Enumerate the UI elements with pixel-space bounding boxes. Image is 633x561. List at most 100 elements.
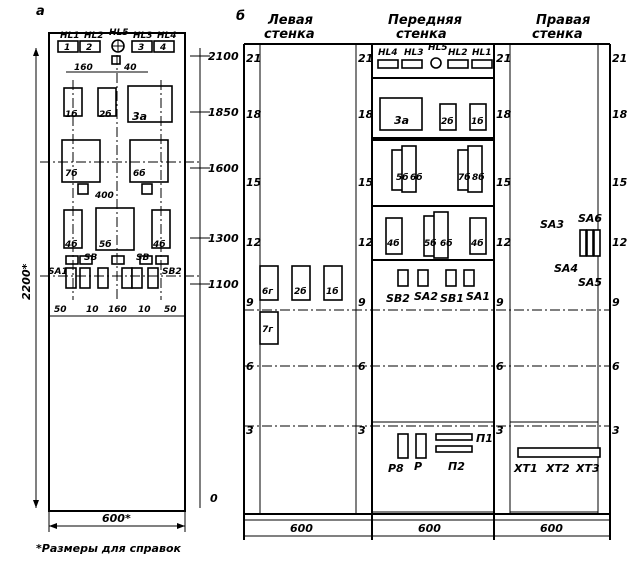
front-row-3: 4б 5б 6б 4б xyxy=(385,211,487,259)
svg-text:1850: 1850 xyxy=(208,106,239,119)
svg-text:2б: 2б xyxy=(294,286,307,297)
right-wall-title-1: Правая xyxy=(536,13,590,28)
svg-text:9: 9 xyxy=(612,296,620,309)
svg-text:2б: 2б xyxy=(99,109,112,120)
svg-text:18: 18 xyxy=(496,108,512,121)
svg-text:7г: 7г xyxy=(262,325,273,335)
svg-text:1600: 1600 xyxy=(208,162,239,175)
svg-text:HL3: HL3 xyxy=(404,48,424,58)
svg-text:10: 10 xyxy=(86,305,99,315)
svg-text:SA1: SA1 xyxy=(48,267,68,277)
svg-text:3: 3 xyxy=(138,43,144,53)
front-wall-title-2: стенка xyxy=(396,27,447,42)
svg-text:SB1: SB1 xyxy=(440,292,464,305)
svg-text:4: 4 xyxy=(159,43,166,53)
lamp-box-2 xyxy=(79,40,101,53)
svg-text:5б: 5б xyxy=(99,239,112,250)
svg-text:50: 50 xyxy=(54,305,67,315)
svg-text:2: 2 xyxy=(86,43,92,53)
svg-text:15: 15 xyxy=(246,176,262,189)
svg-text:160: 160 xyxy=(108,305,127,315)
svg-text:15: 15 xyxy=(358,176,374,189)
left-wall-title-2: стенка xyxy=(264,27,315,42)
svg-text:6: 6 xyxy=(612,360,620,373)
svg-text:6г: 6г xyxy=(262,287,273,297)
svg-text:21: 21 xyxy=(612,52,627,65)
terminal-strip xyxy=(517,447,601,458)
svg-text:1б: 1б xyxy=(471,116,484,127)
svg-text:SA6: SA6 xyxy=(578,212,602,225)
svg-text:HL2: HL2 xyxy=(448,48,468,58)
svg-text:HL5: HL5 xyxy=(428,43,448,53)
svg-text:6б: 6б xyxy=(410,172,423,183)
svg-text:HL1: HL1 xyxy=(472,48,492,58)
left-wall-title-1: Левая xyxy=(267,13,313,28)
unit-6b xyxy=(129,139,169,183)
left-wall-units: 6г 2б 1б 7г xyxy=(259,265,343,345)
svg-text:8б: 8б xyxy=(472,172,485,183)
svg-text:4б: 4б xyxy=(152,239,166,250)
svg-text:SA2: SA2 xyxy=(414,290,438,303)
svg-text:1б: 1б xyxy=(326,286,339,297)
svg-text:6б: 6б xyxy=(440,238,453,249)
svg-text:7б: 7б xyxy=(458,172,471,183)
unit-5b xyxy=(95,207,135,251)
svg-text:5б: 5б xyxy=(396,172,409,183)
svg-text:ХТ3: ХТ3 xyxy=(575,462,600,475)
switch-row-a: SA1 SB SB SB2 xyxy=(48,253,182,289)
svg-text:ХТ2: ХТ2 xyxy=(545,462,570,475)
svg-text:SB2: SB2 xyxy=(162,267,182,277)
unit-2b xyxy=(97,87,117,117)
lamp-hl5: HL5 xyxy=(109,28,129,38)
panel-a: а HL1 HL2 HL5 HL3 HL4 1 2 3 4 160 40 xyxy=(20,4,239,555)
svg-text:4б: 4б xyxy=(386,238,400,249)
svg-text:21: 21 xyxy=(496,52,511,65)
svg-text:9: 9 xyxy=(358,296,366,309)
svg-text:600: 600 xyxy=(540,522,563,535)
unit-7b xyxy=(61,139,101,183)
height-marks: 2100 1850 1600 1300 1100 0 xyxy=(190,50,239,505)
svg-text:3а: 3а xyxy=(132,110,147,123)
lamp-hl2: HL2 xyxy=(84,31,104,41)
front-switches: SB2 SA2 SB1 SA1 xyxy=(386,269,490,305)
width-label-a: 600* xyxy=(102,512,131,525)
right-wall-units: SA3 SA6 SA4 SA5 ХТ1 ХТ2 ХТ3 xyxy=(513,212,602,475)
svg-text:SB2: SB2 xyxy=(386,292,410,305)
svg-text:6б: 6б xyxy=(133,168,146,179)
footnote: *Размеры для справок xyxy=(36,542,182,555)
svg-text:HL4: HL4 xyxy=(378,48,398,58)
wall-frames xyxy=(243,43,611,540)
svg-text:160: 160 xyxy=(74,63,93,73)
svg-text:12: 12 xyxy=(358,236,374,249)
svg-text:1300: 1300 xyxy=(208,232,239,245)
svg-text:П1: П1 xyxy=(476,432,493,445)
svg-text:1100: 1100 xyxy=(208,278,239,291)
lamp-box-3 xyxy=(131,40,153,53)
svg-text:600: 600 xyxy=(290,522,313,535)
svg-text:3: 3 xyxy=(496,424,504,437)
svg-text:SB: SB xyxy=(84,253,97,263)
svg-text:21: 21 xyxy=(358,52,373,65)
svg-text:Р: Р xyxy=(414,460,422,473)
cabinet-a-outline xyxy=(48,32,186,512)
lamp-hl4: HL4 xyxy=(157,31,177,41)
front-row-2: 5б 6б 7б 8б xyxy=(391,145,485,193)
svg-text:18: 18 xyxy=(358,108,374,121)
svg-text:600: 600 xyxy=(418,522,441,535)
svg-text:18: 18 xyxy=(246,108,262,121)
svg-text:40: 40 xyxy=(123,63,137,73)
svg-text:3: 3 xyxy=(358,424,366,437)
panel-b: б Левая стенка Передняя стенка Правая ст… xyxy=(236,9,628,540)
lamp-hl3: HL3 xyxy=(133,31,153,41)
lamp-hl1: HL1 xyxy=(60,31,80,41)
row-marks: 21 18 15 12 9 6 3 21 18 15 12 9 6 3 21 1… xyxy=(246,52,628,437)
lamp-box-4 xyxy=(153,40,175,53)
front-wall-title-1: Передняя xyxy=(388,13,462,28)
svg-text:SA1: SA1 xyxy=(466,290,490,303)
lamp-box-1 xyxy=(57,40,79,53)
svg-text:21: 21 xyxy=(246,52,261,65)
svg-text:2б: 2б xyxy=(441,116,454,127)
right-wall-title-2: стенка xyxy=(532,27,583,42)
total-height-label: 2200* xyxy=(20,263,33,300)
svg-text:10: 10 xyxy=(138,305,151,315)
